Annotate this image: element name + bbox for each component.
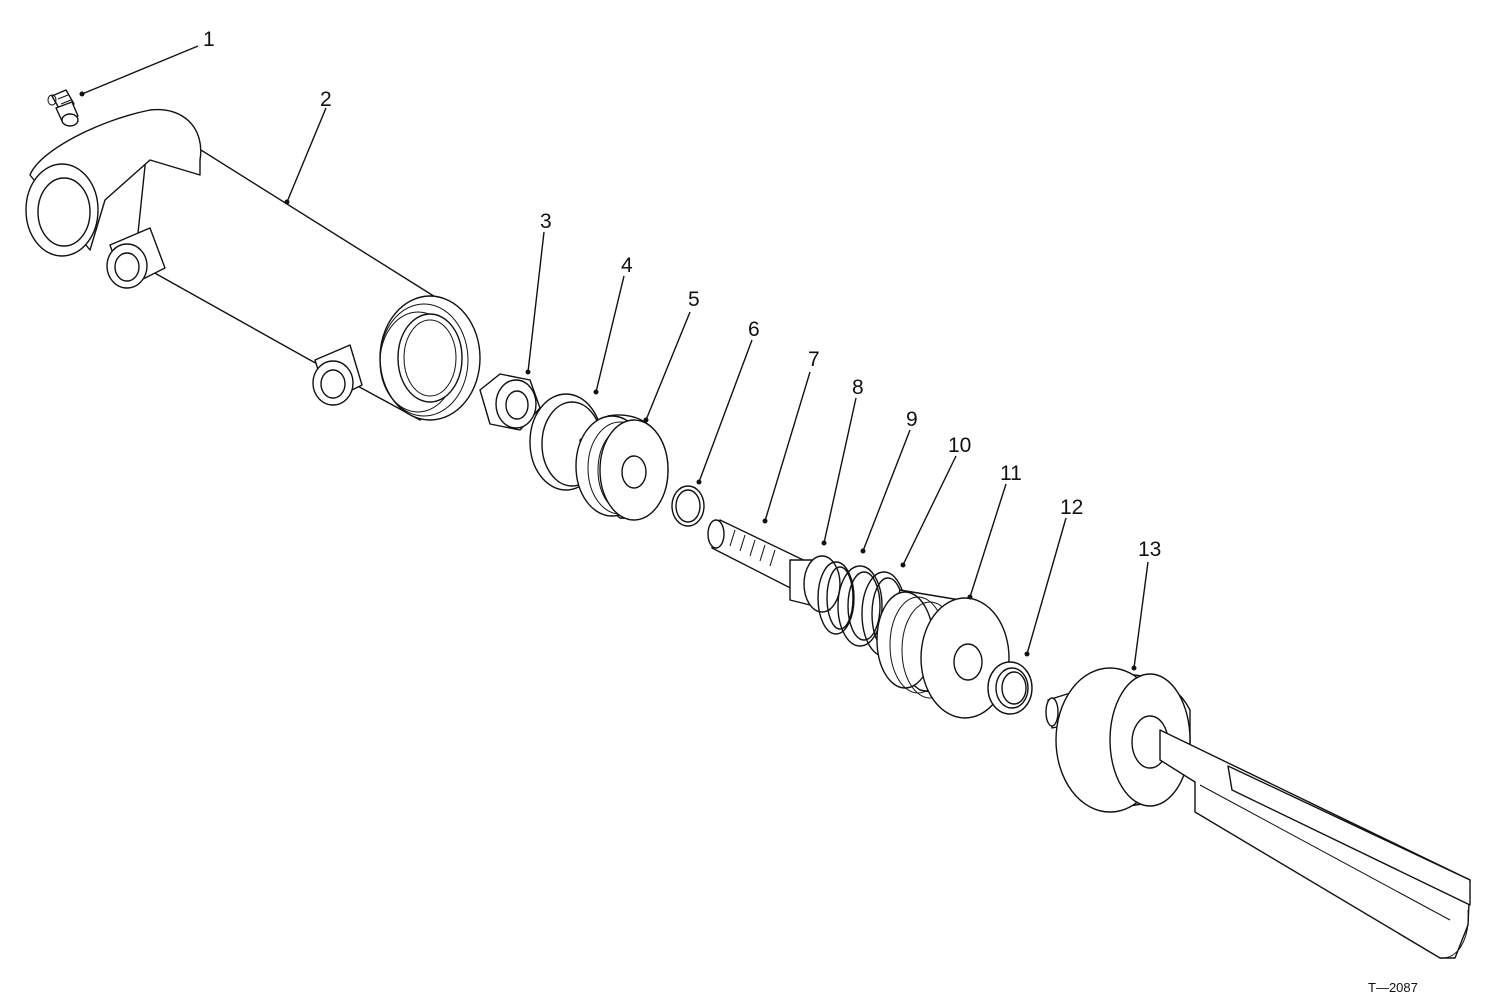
callout-13: 13: [1138, 538, 1161, 561]
callout-5: 5: [688, 288, 700, 311]
callout-labels: 1 2 3 4 5 6 7 8 9 10 11 12 13: [203, 28, 1161, 561]
part-11-gland: [876, 589, 1010, 719]
part-2-cylinder-body: [25, 108, 481, 421]
callout-2: 2: [320, 88, 332, 111]
part-3-hex-nut: [479, 373, 541, 431]
part-5-piston: [575, 414, 669, 521]
callout-6: 6: [748, 318, 760, 341]
part-1-grease-fitting: [47, 89, 79, 127]
part-8-o-ring: [817, 561, 855, 635]
callout-3: 3: [540, 210, 552, 233]
callout-7: 7: [808, 348, 820, 371]
figure-id: T—2087: [1368, 980, 1418, 992]
callout-leaders: [79, 45, 1149, 671]
part-9-back-up-ring: [837, 565, 883, 647]
part-13-rod-end-clevis: [1045, 667, 1471, 959]
callout-10: 10: [948, 434, 971, 457]
callout-4: 4: [621, 254, 633, 277]
callout-12: 12: [1060, 496, 1083, 519]
part-7-piston-rod: [707, 519, 841, 613]
part-12-wiper-seal: [987, 661, 1033, 715]
callout-11: 11: [1000, 462, 1022, 485]
part-6-o-ring: [671, 485, 705, 527]
callout-8: 8: [852, 376, 864, 399]
callout-1: 1: [203, 28, 215, 51]
callout-9: 9: [906, 408, 918, 431]
